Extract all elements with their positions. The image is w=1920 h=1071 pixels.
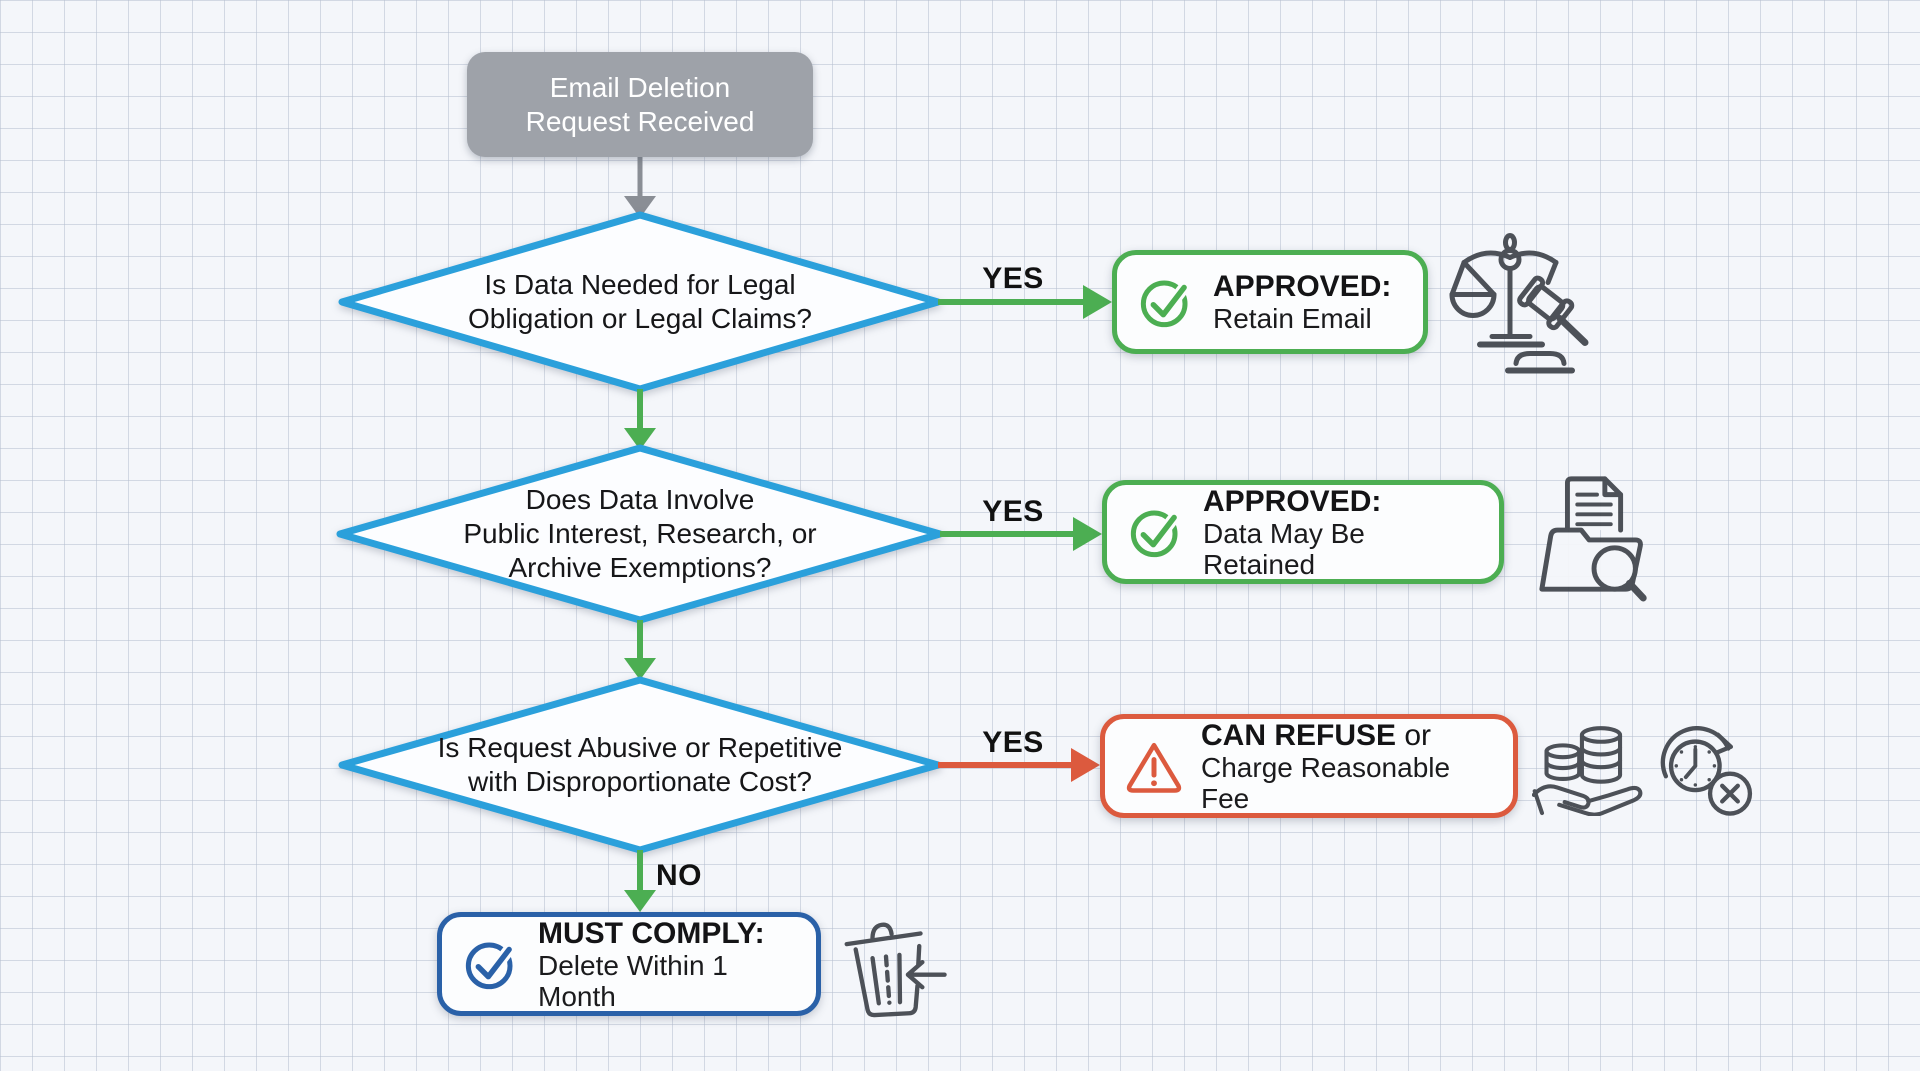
outcome-can-refuse: CAN REFUSE or Charge Reasonable Fee <box>1100 714 1518 818</box>
outcome-approved-data-retained: APPROVED: Data May Be Retained <box>1102 480 1504 584</box>
deadline-clock-cancel-icon <box>1652 706 1756 824</box>
arrowhead-decision1-yes <box>1083 285 1112 319</box>
check-circle-icon <box>1137 273 1195 331</box>
edge-label-yes-1: YES <box>982 262 1044 295</box>
arrowhead-decision1-to-decision2 <box>624 428 656 450</box>
trash-delete-icon <box>836 912 948 1020</box>
decision-1-question: Is Data Needed for Legal Obligation or L… <box>468 269 812 334</box>
arrowhead-start-to-decision1 <box>624 196 656 218</box>
arrowhead-decision2-to-decision3 <box>624 658 656 680</box>
outcome-title: APPROVED: <box>1213 270 1392 303</box>
outcome-title-rest: or <box>1396 718 1432 752</box>
outcome-text: APPROVED: Data May Be Retained <box>1203 485 1479 580</box>
outcome-approved-retain-email: APPROVED: Retain Email <box>1112 250 1428 354</box>
edge-label-yes-2: YES <box>982 495 1044 528</box>
outcome-subtitle: Delete Within 1 Month <box>538 949 728 1012</box>
outcome-title: APPROVED: <box>1203 484 1382 518</box>
outcome-must-comply: MUST COMPLY: Delete Within 1 Month <box>437 912 821 1016</box>
outcome-subtitle: Charge Reasonable Fee <box>1201 751 1451 814</box>
decision-2-question: Does Data Involve Public Interest, Resea… <box>463 484 817 583</box>
justice-scales-gavel-icon <box>1448 232 1598 378</box>
edge-label-no: NO <box>656 859 702 892</box>
arrowhead-decision2-yes <box>1073 517 1102 551</box>
start-node-label: Email Deletion Request Received <box>525 71 755 137</box>
check-circle-icon <box>1127 503 1185 561</box>
arrowhead-decision3-no <box>624 890 656 912</box>
decision-3-question: Is Request Abusive or Repetitive with Di… <box>437 732 843 797</box>
outcome-title: CAN REFUSE or <box>1201 719 1493 752</box>
coins-in-hand-icon <box>1532 712 1650 816</box>
outcome-text: CAN REFUSE or Charge Reasonable Fee <box>1201 719 1493 814</box>
outcome-subtitle: Data May Be Retained <box>1203 517 1365 580</box>
outcome-text: APPROVED: Retain Email <box>1213 270 1391 334</box>
outcome-title-bold: CAN REFUSE <box>1201 718 1397 752</box>
check-circle-icon <box>462 935 520 993</box>
warning-triangle-icon <box>1125 737 1183 795</box>
outcome-subtitle: Retain Email <box>1213 303 1372 334</box>
outcome-text: MUST COMPLY: Delete Within 1 Month <box>538 917 796 1012</box>
archive-folder-search-icon <box>1532 466 1660 606</box>
outcome-title: MUST COMPLY: <box>538 916 765 950</box>
arrowhead-decision3-yes <box>1071 748 1100 782</box>
start-node-email-deletion-request: Email Deletion Request Received <box>467 52 813 157</box>
edge-label-yes-3: YES <box>982 726 1044 759</box>
